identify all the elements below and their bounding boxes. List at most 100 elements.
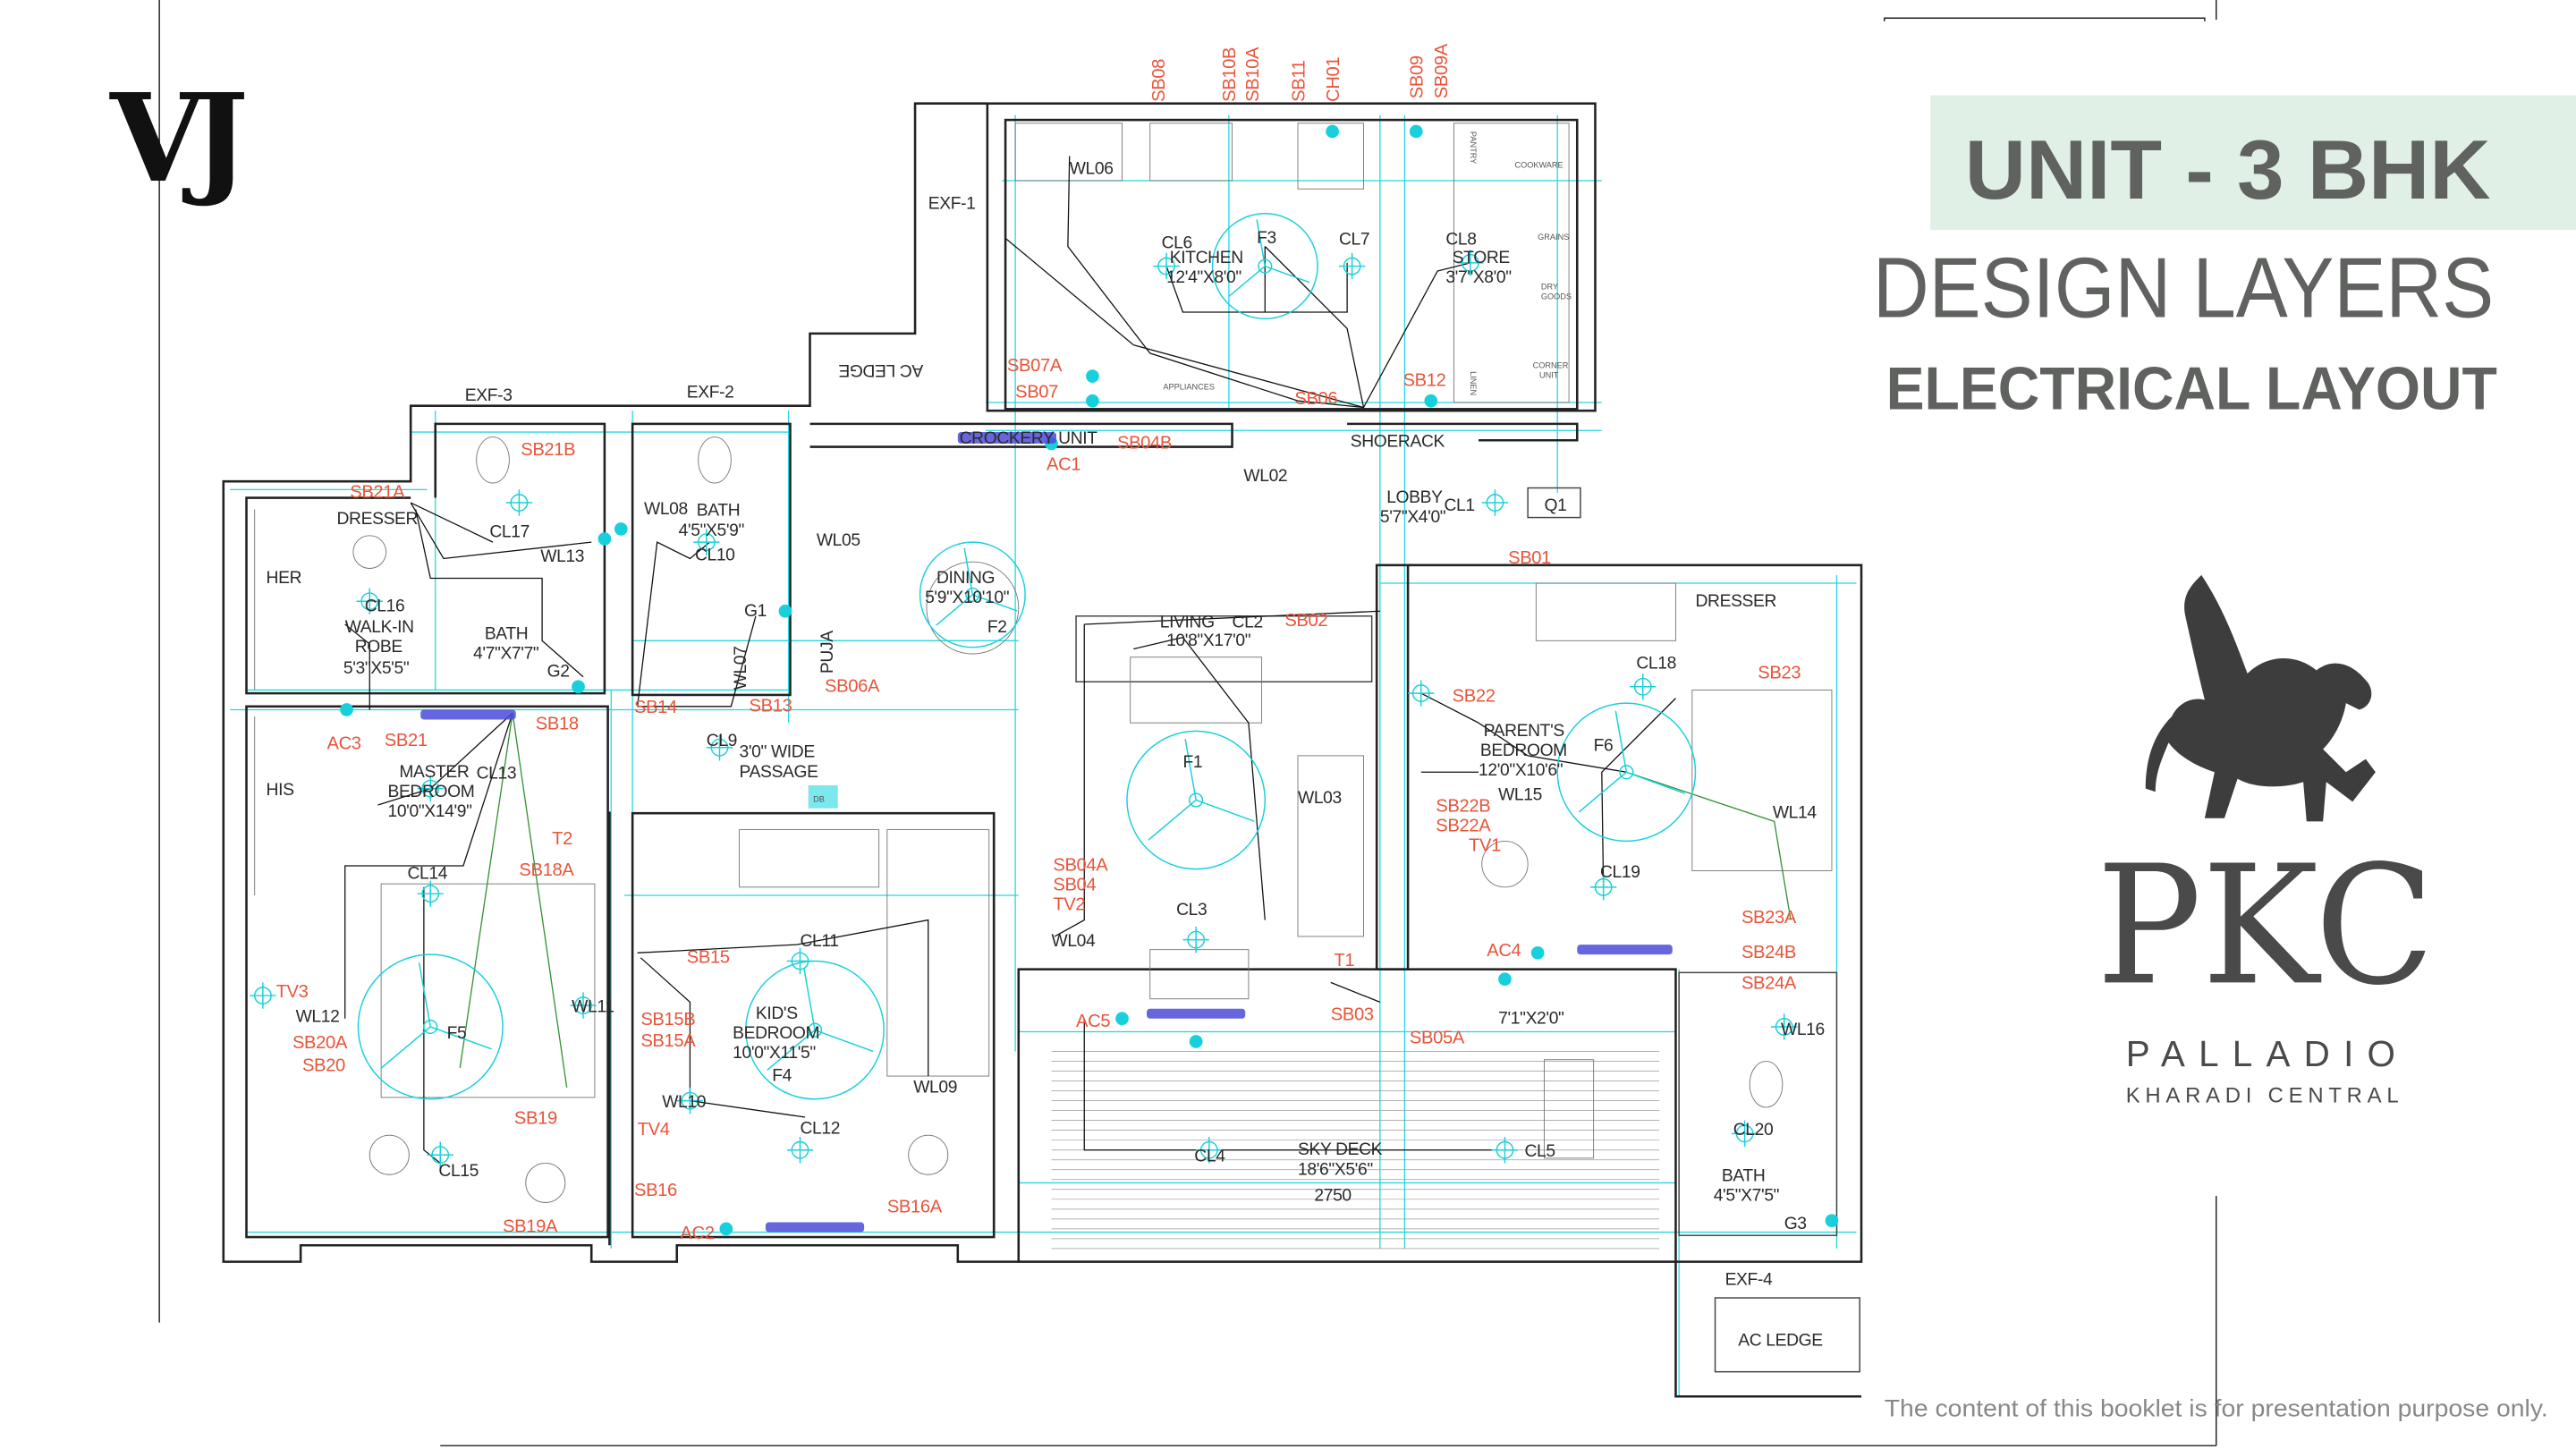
circuit-label: SB04B xyxy=(1117,433,1172,453)
electrical-layout-subtitle: ELECTRICAL LAYOUT xyxy=(1886,354,2497,422)
furniture-label: UNIT xyxy=(1539,370,1559,379)
circuit-label: SB10A xyxy=(1243,47,1263,102)
ceiling-light-icon xyxy=(1771,1013,1798,1040)
room-label: 10'0"X14'9" xyxy=(387,802,472,821)
floor-plan: SB08SB10BSB10ASB11CH01SB09SB09ASB07ASB07… xyxy=(222,43,1863,1398)
furniture-outlines xyxy=(254,123,1833,1203)
room-label: WL16 xyxy=(1781,1021,1825,1039)
room-label: F2 xyxy=(987,618,1007,637)
ceiling-light-icon xyxy=(570,992,597,1019)
cyan-grid-lines xyxy=(230,114,1857,1397)
disclaimer-text: The content of this booklet is for prese… xyxy=(1885,1394,2548,1421)
room-label: Q1 xyxy=(1545,496,1567,515)
ac-unit xyxy=(1577,945,1673,955)
room-label: HIS xyxy=(267,781,294,800)
room-label: PARENT'S xyxy=(1484,722,1564,741)
furniture-label: DB xyxy=(813,794,825,803)
room-label: 5'7"X4'0" xyxy=(1380,508,1446,527)
room-label: CROCKERY UNIT xyxy=(960,429,1098,448)
circuit-label: SB04 xyxy=(1053,876,1096,895)
ceiling-fan-icon xyxy=(1556,702,1697,843)
circuit-label: TV1 xyxy=(1469,835,1501,855)
ceiling-light-icon xyxy=(693,529,720,555)
room-label: CL17 xyxy=(489,523,530,542)
ceiling-light-icon xyxy=(1196,1137,1223,1164)
circuit-label: SB24A xyxy=(1741,974,1797,994)
room-label: CL19 xyxy=(1600,863,1640,882)
circuit-label: SB09A xyxy=(1432,43,1452,98)
furniture-label: DRY xyxy=(1541,282,1558,291)
ceiling-light-icon xyxy=(1338,252,1366,280)
circuit-label: T2 xyxy=(552,829,572,849)
ceiling-light-icon xyxy=(786,1137,814,1164)
circuit-label: SB09 xyxy=(1408,55,1428,98)
pegasus-icon xyxy=(2145,574,2376,822)
room-label: CL5 xyxy=(1524,1142,1555,1161)
room-label: BATH xyxy=(697,502,740,521)
circuit-label: SB24B xyxy=(1741,943,1796,962)
brand-name: PALLADIO xyxy=(2126,1033,2402,1074)
ceiling-light-icon xyxy=(417,775,444,802)
ac-unit xyxy=(1147,1008,1246,1019)
room-label: WL05 xyxy=(817,531,860,550)
room-label: 10'0"X11'5" xyxy=(733,1044,816,1063)
room-label: 12'4"X8'0" xyxy=(1166,268,1241,287)
socket-point-icon xyxy=(572,680,585,694)
furniture-label: APPLIANCES xyxy=(1163,382,1215,391)
room-label: ROBE xyxy=(355,638,403,657)
room-label: LIVING xyxy=(1160,614,1215,632)
ceiling-light-icon xyxy=(706,734,733,761)
circuit-label: SB15B xyxy=(640,1010,695,1030)
circuit-label: SB06A xyxy=(825,676,880,696)
circuit-label: SB19 xyxy=(514,1108,557,1128)
furniture-label: PANTRY xyxy=(1469,131,1478,164)
room-label: BEDROOM xyxy=(387,783,474,801)
circuit-label: SB06 xyxy=(1294,389,1337,409)
socket-point-icon xyxy=(719,1222,733,1236)
circuit-label: SB22 xyxy=(1453,686,1496,706)
room-label: 3'0" WIDE xyxy=(740,743,816,762)
room-label: CL14 xyxy=(408,865,448,884)
socket-point-icon xyxy=(1530,945,1545,960)
socket-point-icon xyxy=(778,604,792,618)
circuit-label: SB15 xyxy=(687,947,730,967)
furniture-label: GOODS xyxy=(1541,292,1572,301)
room-label: WL13 xyxy=(540,547,584,566)
room-label: HER xyxy=(267,569,302,588)
room-label: CL16 xyxy=(365,597,405,615)
circuit-label: T1 xyxy=(1334,951,1354,970)
room-label: BEDROOM xyxy=(1480,741,1567,760)
circuit-label: SB13 xyxy=(750,696,792,716)
room-label: WL15 xyxy=(1498,785,1542,804)
circuit-label: SB11 xyxy=(1289,60,1309,102)
walls xyxy=(222,102,1863,1398)
circuit-label: SB21A xyxy=(350,483,405,503)
circuit-label: CH01 xyxy=(1324,57,1343,102)
page-frame-lines xyxy=(158,0,2217,1447)
ceiling-light-icon xyxy=(1153,252,1180,280)
fixtures xyxy=(250,124,1839,1236)
ac-unit xyxy=(957,432,1057,444)
room-label: CL10 xyxy=(695,546,735,564)
ceiling-light-icon xyxy=(1481,489,1509,516)
pkc-logo: PKC xyxy=(2097,831,2435,1021)
ac-units xyxy=(420,432,1673,1233)
furniture-label: GRAINS xyxy=(1538,233,1569,242)
circuit-label: SB02 xyxy=(1284,611,1327,631)
ac-unit xyxy=(420,709,516,720)
circuit-label: SB23 xyxy=(1758,664,1801,683)
room-label: DINING xyxy=(936,569,995,588)
ceiling-light-icon xyxy=(1182,926,1209,953)
socket-point-icon xyxy=(1086,369,1099,383)
room-label: DRESSER xyxy=(1696,592,1777,611)
room-label: CL8 xyxy=(1445,231,1476,250)
circuit-label: SB22A xyxy=(1436,816,1491,835)
ceiling-light-icon xyxy=(1457,250,1484,276)
circuit-label: SB01 xyxy=(1508,548,1551,568)
circuit-label: SB14 xyxy=(634,698,677,717)
room-label: MASTER xyxy=(399,763,470,782)
ceiling-fan-icon xyxy=(1211,213,1318,320)
brand-location: KHARADI CENTRAL xyxy=(2126,1083,2399,1107)
room-label: BATH xyxy=(1722,1167,1765,1186)
